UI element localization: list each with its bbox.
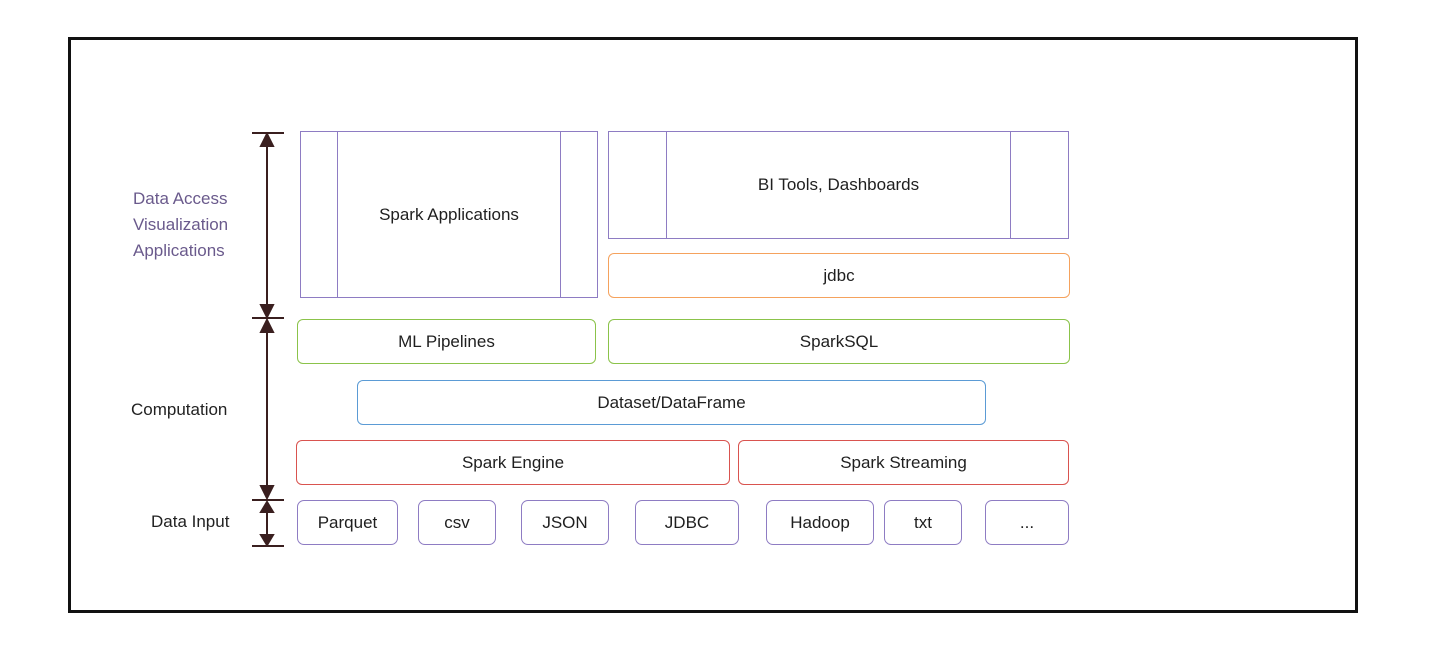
label-line: Applications — [133, 241, 225, 260]
box-divider — [560, 132, 561, 297]
input-txt: txt — [884, 500, 962, 545]
spark-engine-box: Spark Engine — [296, 440, 730, 485]
label-line: Data Access — [133, 189, 228, 208]
bi-tools-label: BI Tools, Dashboards — [757, 175, 920, 194]
label-computation: Computation — [131, 400, 228, 419]
box-divider — [337, 132, 338, 297]
bi-tools-box: BI Tools, Dashboards — [608, 131, 1069, 239]
arrowhead — [259, 534, 275, 547]
arrowhead — [259, 131, 275, 147]
label-line: Visualization — [133, 215, 229, 234]
input-parquet: Parquet — [297, 500, 398, 545]
input-json: JSON — [521, 500, 609, 545]
input-more: ... — [985, 500, 1069, 545]
input-csv: csv — [418, 500, 496, 545]
input-jdbc: JDBC — [635, 500, 739, 545]
dataset-dataframe-box: Dataset/DataFrame — [357, 380, 986, 425]
arrowhead — [259, 304, 275, 320]
spark-applications-label: Spark Applications — [379, 205, 519, 224]
label-data-input: Data Input — [151, 512, 230, 531]
box-divider — [666, 132, 667, 238]
spark-applications-box: Spark Applications — [300, 131, 598, 298]
sparksql-box: SparkSQL — [608, 319, 1070, 364]
jdbc-box: jdbc — [608, 253, 1070, 298]
arrowhead — [259, 485, 275, 501]
ml-pipelines-box: ML Pipelines — [297, 319, 596, 364]
label-data-access: Data Access Visualization Applications — [133, 186, 228, 264]
box-divider — [1010, 132, 1011, 238]
input-hadoop: Hadoop — [766, 500, 874, 545]
spark-streaming-box: Spark Streaming — [738, 440, 1069, 485]
